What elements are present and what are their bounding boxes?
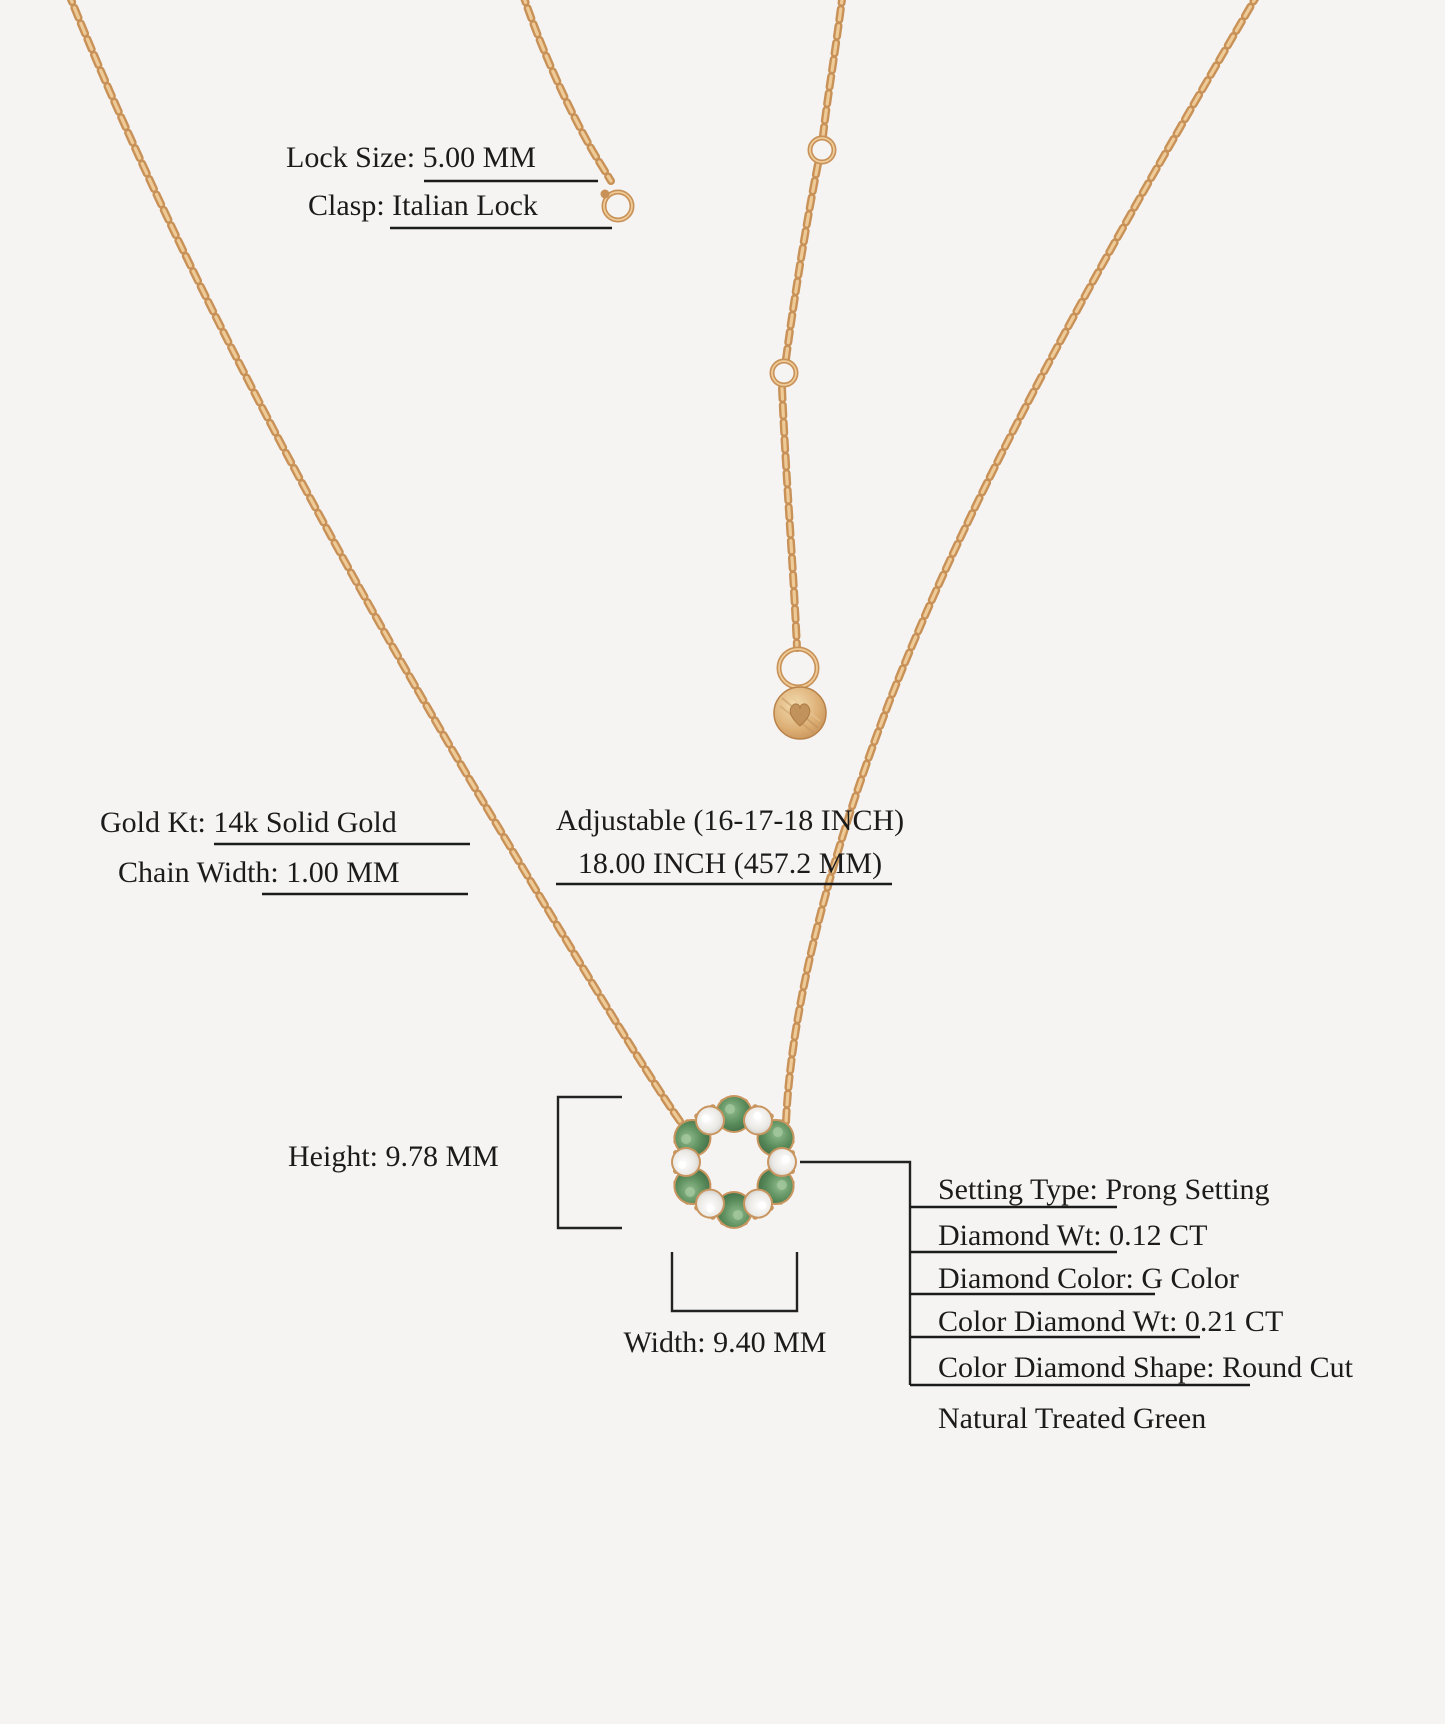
white-diamond xyxy=(743,1104,774,1136)
extender-chain xyxy=(782,0,843,648)
clasp-type-label: Clasp: Italian Lock xyxy=(308,189,538,222)
white-diamond xyxy=(694,1104,725,1136)
diamond-weight-label: Diamond Wt: 0.12 CT xyxy=(938,1219,1208,1252)
spec-connector-line xyxy=(800,1160,912,1385)
treatment-label: Natural Treated Green xyxy=(938,1402,1207,1435)
setting-type-label: Setting Type: Prong Setting xyxy=(938,1173,1270,1206)
width-bracket xyxy=(670,1252,799,1313)
extender-ring-17inch xyxy=(807,135,837,165)
color-diamond-shape-label: Color Diamond Shape: Round Cut xyxy=(938,1351,1353,1384)
heart-coin-charm xyxy=(773,686,827,740)
height-bracket xyxy=(556,1095,622,1230)
gold-karat-label: Gold Kt: 14k Solid Gold xyxy=(100,806,397,839)
extender-ring-16inch xyxy=(769,358,799,388)
white-diamond xyxy=(767,1147,797,1177)
diamond-color-label: Diamond Color: G Color xyxy=(938,1262,1239,1295)
charm-ring xyxy=(776,646,820,690)
length-label: 18.00 INCH (457.2 MM) xyxy=(577,847,883,880)
clasp-ring xyxy=(600,189,635,223)
white-diamond xyxy=(743,1188,774,1220)
color-diamond-weight-label: Color Diamond Wt: 0.21 CT xyxy=(938,1305,1284,1338)
right-chain xyxy=(786,0,1259,1122)
white-diamond xyxy=(694,1188,725,1220)
heart-icon xyxy=(789,703,811,727)
adjustable-label: Adjustable (16-17-18 INCH) xyxy=(555,804,905,837)
chain-width-label: Chain Width: 1.00 MM xyxy=(118,856,400,889)
white-diamond xyxy=(671,1147,701,1177)
pendant-height-label: Height: 9.78 MM xyxy=(288,1140,499,1173)
pendant xyxy=(671,1095,797,1229)
lock-size-label: Lock Size: 5.00 MM xyxy=(286,141,536,174)
pendant-width-label: Width: 9.40 MM xyxy=(623,1326,827,1359)
